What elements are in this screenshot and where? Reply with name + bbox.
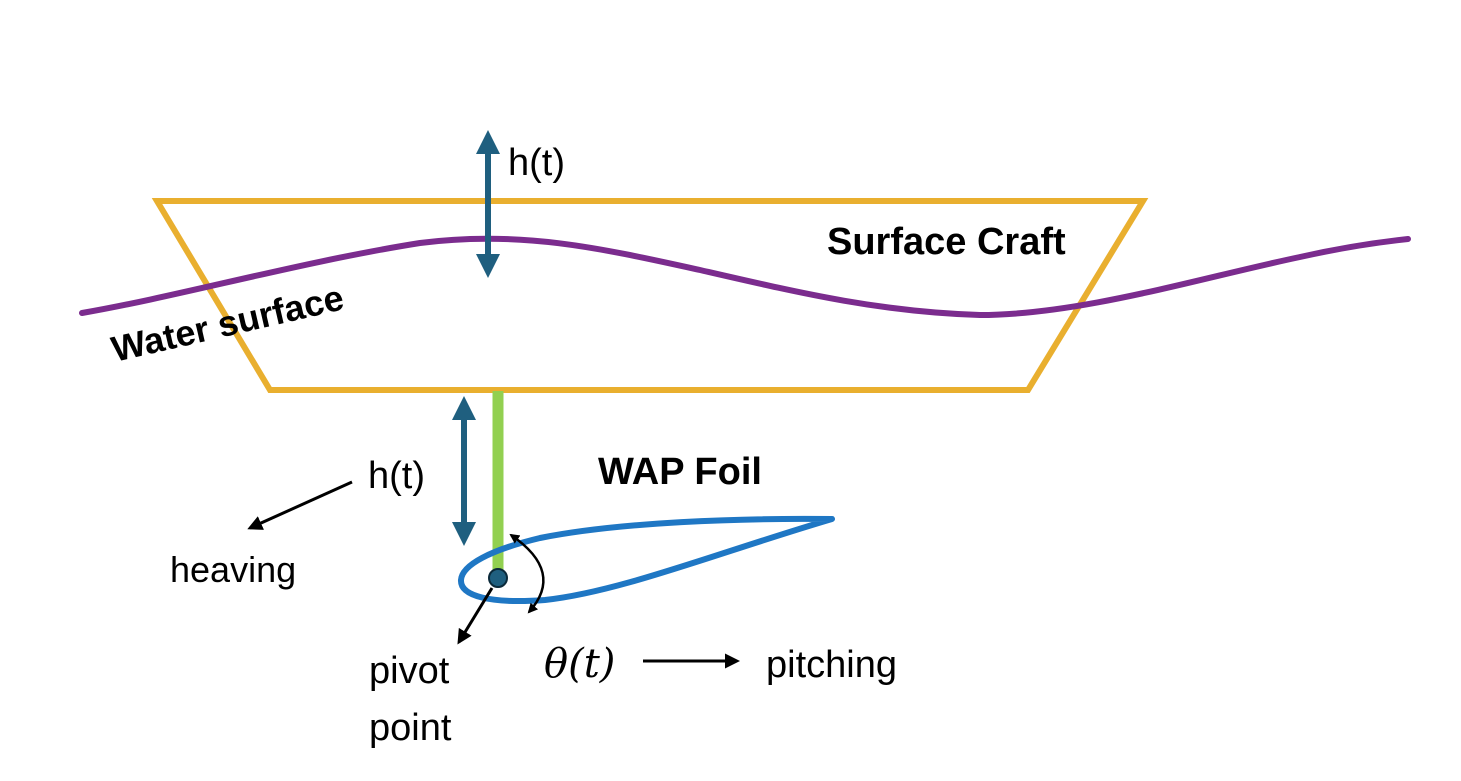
- heaving-label: heaving: [170, 549, 296, 590]
- heaving-pointer-arrow: [247, 480, 353, 530]
- heave-label-side: h(t): [368, 455, 425, 497]
- theta-label: θ(t): [544, 641, 615, 687]
- surface-craft-outline: [151, 198, 1149, 393]
- pivot-point-marker: [488, 568, 508, 588]
- wap-foil-label: WAP Foil: [598, 451, 762, 493]
- pivot-label-line2: point: [369, 707, 452, 749]
- pivot-label-line1: pivot: [369, 650, 450, 692]
- heave-arrow-side: [452, 396, 476, 546]
- heave-label-top: h(t): [508, 142, 565, 184]
- pivot-pointer-arrow: [457, 587, 494, 645]
- water-surface-wave: [79, 235, 1411, 319]
- pitch-rotation-arrow: [509, 533, 545, 614]
- water-surface-label: Water surface: [108, 277, 348, 370]
- pitching-label: pitching: [766, 644, 897, 686]
- heave-arrow-top: [476, 130, 500, 278]
- wap-foil-shape: [458, 515, 835, 605]
- surface-craft-label: Surface Craft: [827, 221, 1066, 263]
